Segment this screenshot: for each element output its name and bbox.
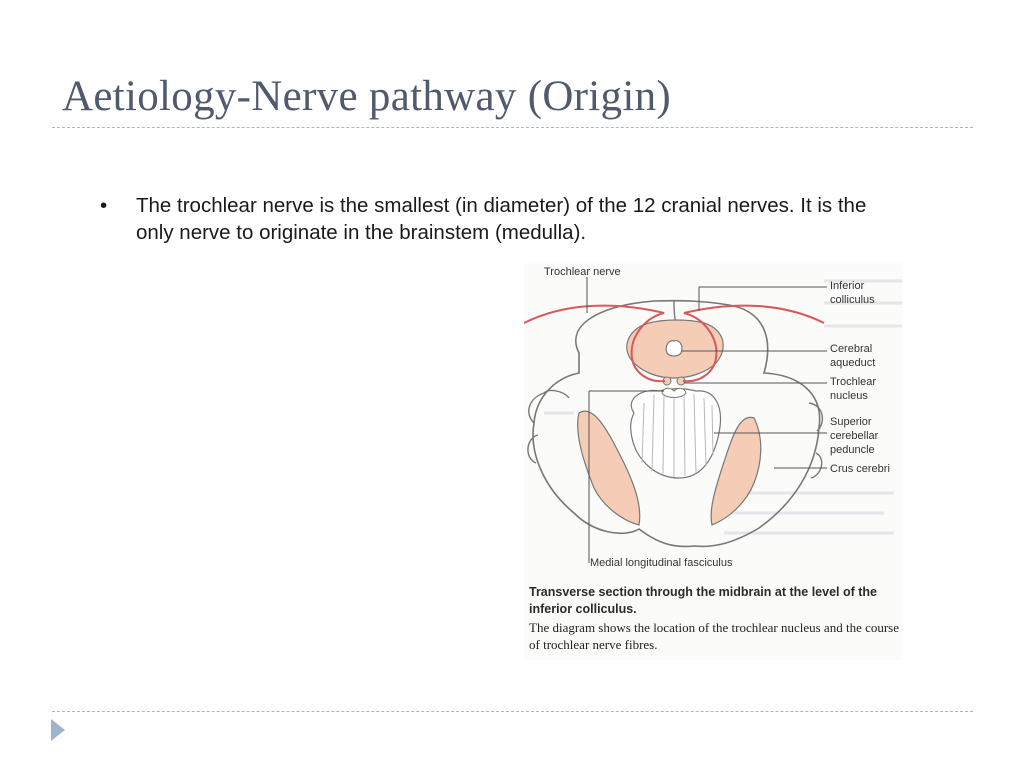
- figure-caption: Transverse section through the midbrain …: [529, 584, 901, 653]
- bullet-item: • The trochlear nerve is the smallest (i…: [100, 192, 890, 246]
- label-trochlear-nucleus-1: Trochlear: [830, 376, 876, 388]
- cerebral-aqueduct: [665, 340, 683, 357]
- label-superior-cerebellar-peduncle-2: cerebellar: [830, 430, 879, 442]
- label-inferior-colliculus-2: colliculus: [830, 294, 875, 306]
- midbrain-outline: [532, 299, 821, 548]
- label-cerebral-aqueduct-1: Cerebral: [830, 343, 872, 355]
- label-trochlear-nerve: Trochlear nerve: [544, 266, 621, 278]
- crus-cerebri-left: [577, 410, 641, 526]
- trochlear-nerve-fibre-right: [682, 304, 825, 383]
- label-cerebral-aqueduct-2: aqueduct: [830, 357, 875, 369]
- midbrain-figure: Trochlear nerve Inferior colliculus Cere…: [524, 263, 902, 660]
- title-divider: [52, 127, 973, 128]
- footer-divider: [52, 711, 973, 712]
- triangle-right-icon: [51, 719, 65, 741]
- label-trochlear-nucleus-2: nucleus: [830, 390, 868, 402]
- crus-cerebri-right: [710, 416, 762, 526]
- trochlear-nerve-fibre-left: [524, 304, 666, 383]
- midbrain-diagram: Trochlear nerve Inferior colliculus Cere…: [524, 266, 902, 569]
- caption-body: The diagram shows the location of the tr…: [529, 620, 900, 652]
- label-crus-cerebri: Crus cerebri: [830, 463, 890, 475]
- label-superior-cerebellar-peduncle-3: peduncle: [830, 444, 875, 456]
- bullet-list: • The trochlear nerve is the smallest (i…: [100, 192, 890, 246]
- label-superior-cerebellar-peduncle-1: Superior: [830, 416, 872, 428]
- slide-title: Aetiology-Nerve pathway (Origin): [62, 73, 672, 120]
- bullet-text: The trochlear nerve is the smallest (in …: [136, 194, 867, 244]
- caption-heading: Transverse section through the midbrain …: [529, 585, 877, 616]
- superior-cerebellar-peduncle: [630, 388, 722, 479]
- label-medial-longitudinal-fasciculus: Medial longitudinal fasciculus: [590, 557, 733, 569]
- label-inferior-colliculus-1: Inferior: [830, 280, 865, 292]
- bullet-marker: •: [100, 194, 108, 217]
